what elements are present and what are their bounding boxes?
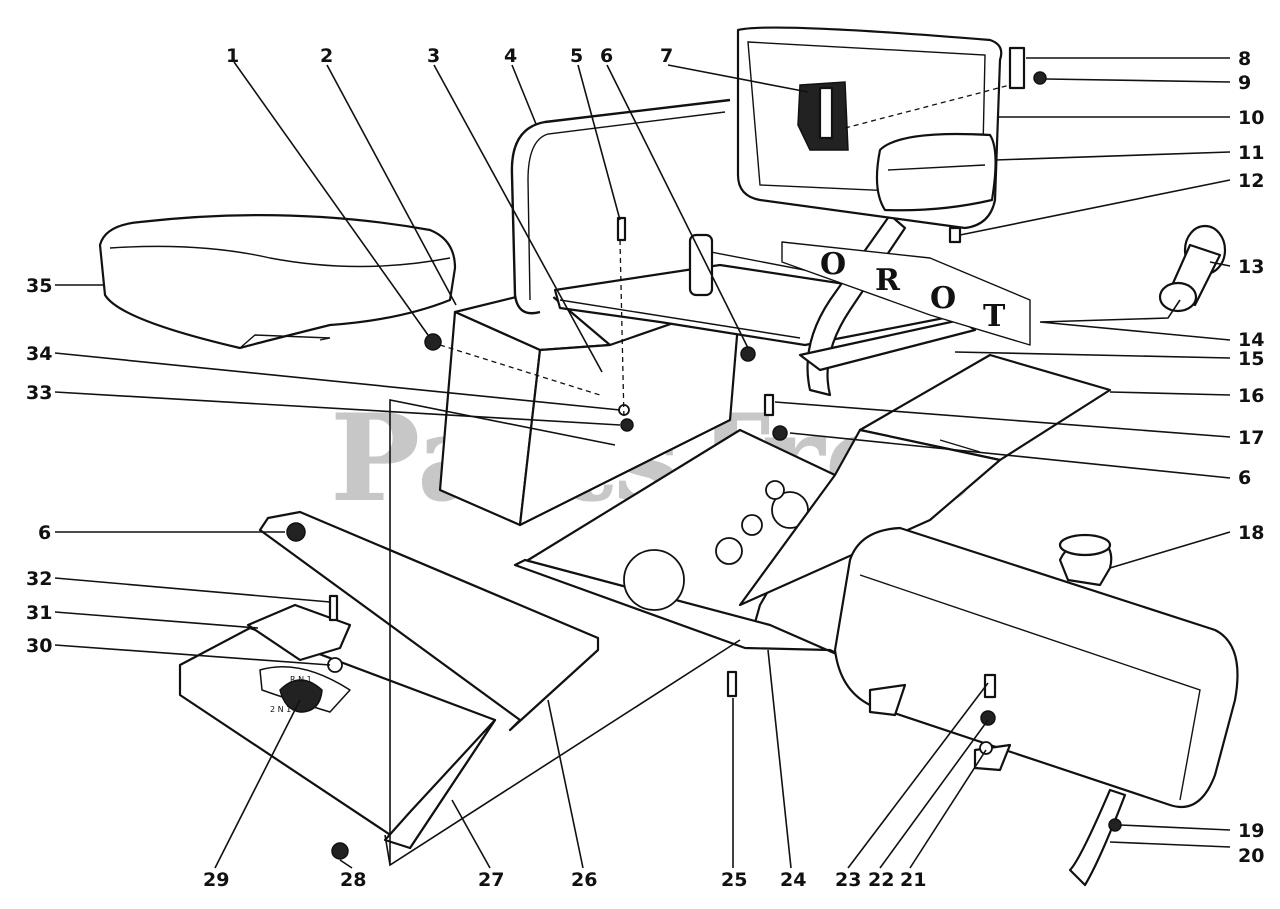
- callout-30: 30: [26, 635, 52, 657]
- callout-18: 18: [1238, 522, 1264, 544]
- floor-pan: [513, 428, 852, 662]
- callout-6-right: 6: [1238, 467, 1251, 489]
- callout-17: 17: [1238, 427, 1264, 449]
- left-panel-box: [438, 288, 742, 527]
- leader-lines: [54, 57, 1231, 869]
- callout-22: 22: [868, 869, 894, 891]
- callout-7: 7: [660, 45, 673, 67]
- callout-1: 1: [226, 45, 239, 67]
- alignment-lines: [439, 84, 1011, 421]
- callout-8: 8: [1238, 48, 1251, 70]
- callout-34: 34: [26, 343, 52, 365]
- callout-15: 15: [1238, 348, 1264, 370]
- callout-6-top: 6: [600, 45, 613, 67]
- callout-27: 27: [478, 869, 504, 891]
- callout-4: 4: [504, 45, 517, 67]
- callout-33: 33: [26, 382, 52, 404]
- callout-23: 23: [835, 869, 861, 891]
- callout-20: 20: [1238, 845, 1264, 867]
- callout-numbers: 1 2 3 4 5 6 7 8 9 10 11 12 13 14 15 16 6…: [26, 45, 1264, 891]
- callout-5: 5: [570, 45, 583, 67]
- callout-16: 16: [1238, 385, 1264, 407]
- callout-10: 10: [1238, 107, 1264, 129]
- callout-3: 3: [427, 45, 440, 67]
- callout-29: 29: [203, 869, 229, 891]
- decal-letter-1: O: [820, 247, 846, 282]
- callout-11: 11: [1238, 142, 1264, 164]
- callout-9: 9: [1238, 72, 1251, 94]
- callout-35: 35: [26, 275, 52, 297]
- seat-cushion: [98, 214, 457, 350]
- callout-25: 25: [721, 869, 747, 891]
- callout-31: 31: [26, 602, 52, 624]
- callout-12: 12: [1238, 170, 1264, 192]
- decal-letter-3: O: [930, 281, 956, 316]
- callout-6-left: 6: [38, 522, 51, 544]
- callout-28: 28: [340, 869, 366, 891]
- decal-letter-4: T: [983, 299, 1006, 334]
- shift-gate-bottom-label: 2 N 1: [270, 705, 291, 714]
- shift-gate-top-label: R N 1: [290, 675, 312, 684]
- callout-21: 21: [900, 869, 926, 891]
- fuel-tank: [833, 526, 1239, 887]
- callout-19: 19: [1238, 820, 1264, 842]
- callout-14: 14: [1238, 329, 1264, 351]
- fender: [738, 353, 1112, 607]
- callout-2: 2: [320, 45, 333, 67]
- shift-console: R N 1 2 N 1: [178, 510, 600, 850]
- decal-strip: O R O T: [781, 241, 1031, 346]
- decal-letter-2: R: [875, 263, 901, 298]
- callout-32: 32: [26, 568, 52, 590]
- callout-24: 24: [780, 869, 806, 891]
- fuel-cap: [1158, 224, 1227, 313]
- callout-26: 26: [571, 869, 597, 891]
- armrest-pad: [875, 132, 997, 212]
- callout-13: 13: [1238, 256, 1264, 278]
